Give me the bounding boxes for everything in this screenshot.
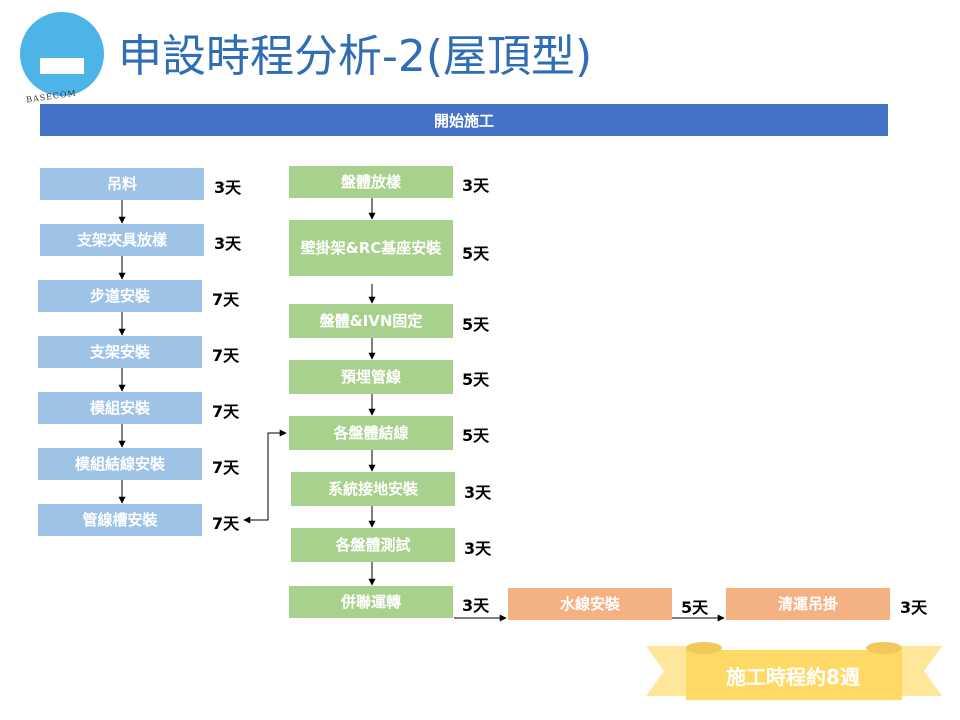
company-logo: BASECOM [20,12,104,104]
duration-label: 7天 [212,458,240,477]
scroll-banner [646,642,942,700]
step-module-install: 模組安裝 [38,392,202,424]
arrow-connector [243,429,287,524]
step-bracket-install: 支架安裝 [38,336,202,368]
duration-label: 3天 [214,178,242,197]
step-embedded-conduit: 預埋管線 [289,360,453,394]
duration-label: 7天 [212,290,240,309]
duration-label: 7天 [212,402,240,421]
step-grid-connection: 併聯運轉 [289,586,453,618]
start-construction-bar: 開始施工 [40,104,888,136]
duration-label: 5天 [462,426,490,445]
step-water-line-install: 水線安裝 [508,588,672,620]
step-walkway-install: 步道安裝 [38,280,202,312]
duration-label: 5天 [681,598,709,617]
step-lift-materials: 吊料 [40,168,204,200]
page-title: 申設時程分析-2(屋頂型) [118,31,593,82]
step-conduit-tray: 管線槽安裝 [38,504,202,536]
step-grounding-install: 系統接地安裝 [291,472,455,506]
duration-label: 7天 [212,514,240,533]
duration-label: 3天 [900,598,928,617]
logo-bar [40,58,84,74]
step-panel-layout: 盤體放樣 [289,166,453,198]
step-panel-testing: 各盤體測試 [291,528,455,562]
step-module-wiring: 模組結線安裝 [38,448,202,480]
duration-label: 5天 [462,315,490,334]
step-cleanup-hoist: 清運吊掛 [726,588,890,620]
step-panel-ivn-fix: 盤體&IVN固定 [289,304,453,338]
duration-label: 3天 [464,483,492,502]
duration-label: 3天 [462,176,490,195]
total-duration-label: 施工時程約8週 [726,664,860,689]
duration-label: 7天 [212,346,240,365]
duration-label: 3天 [464,539,492,558]
step-panel-wiring: 各盤體結線 [289,416,453,450]
duration-label: 3天 [214,234,242,253]
logo-circle [20,12,104,96]
duration-label: 5天 [462,244,490,263]
step-bracket-layout: 支架夾具放樣 [40,224,204,256]
duration-label: 3天 [462,596,490,615]
step-wall-rack-rc-base: 壁掛架&RC基座安裝 [289,220,453,276]
duration-label: 5天 [462,370,490,389]
